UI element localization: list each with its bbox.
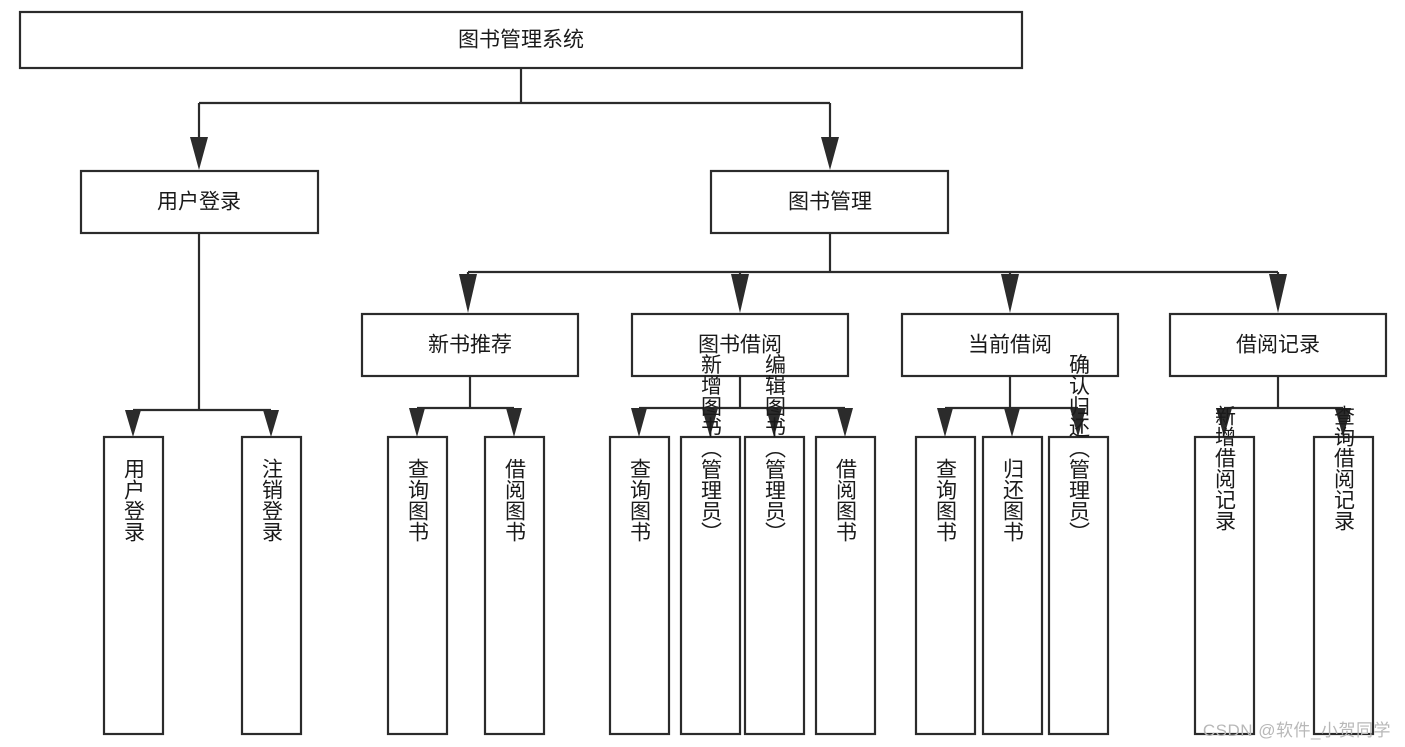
node-root-label: 图书管理系统 bbox=[458, 29, 584, 52]
node-leaf-confirm-return-box[interactable] bbox=[1047, 435, 1110, 736]
arrow-head-icon bbox=[1216, 408, 1232, 437]
node-leaf-user-login-label: 用户登录 bbox=[122, 458, 146, 542]
arrow-head-icon bbox=[1004, 408, 1020, 437]
node-book-borrow[interactable]: 图书借阅 bbox=[630, 312, 850, 378]
connector-group-book-borrow bbox=[631, 377, 853, 437]
arrow-head-icon bbox=[1001, 274, 1019, 313]
node-leaf-query-book-1-box[interactable] bbox=[386, 435, 449, 736]
node-borrow-record[interactable]: 借阅记录 bbox=[1168, 312, 1388, 378]
arrow-head-icon bbox=[937, 408, 953, 437]
node-leaf-user-logout-label: 注销登录 bbox=[260, 458, 284, 542]
arrow-head-icon bbox=[702, 408, 718, 437]
node-leaf-confirm-return-label: 确认归还（管理员） bbox=[1067, 354, 1091, 543]
node-leaf-return-book[interactable]: 归还图书 bbox=[981, 435, 1044, 736]
node-leaf-borrow-book-1-label: 借阅图书 bbox=[503, 458, 527, 542]
node-leaf-query-book-2[interactable]: 查询图书 bbox=[608, 435, 671, 736]
node-leaf-edit-book[interactable]: 编辑图书（管理员） bbox=[743, 354, 806, 736]
node-leaf-query-book-2-box[interactable] bbox=[608, 435, 671, 736]
node-leaf-add-record-box[interactable] bbox=[1193, 435, 1256, 736]
node-leaf-return-book-label: 归还图书 bbox=[1001, 458, 1025, 542]
watermark: CSDN @软件_小贺同学 bbox=[1202, 721, 1391, 740]
arrow-head-icon bbox=[766, 408, 782, 437]
node-leaf-add-book-label: 新增图书（管理员） bbox=[699, 354, 723, 543]
node-leaf-query-book-1-label: 查询图书 bbox=[406, 458, 430, 542]
node-leaf-query-book-3-label: 查询图书 bbox=[934, 458, 958, 542]
node-new-book-recommend[interactable]: 新书推荐 bbox=[360, 312, 580, 378]
node-book-manage-label: 图书管理 bbox=[788, 191, 872, 214]
node-leaf-query-record-label: 查询借阅记录 bbox=[1332, 405, 1356, 531]
node-leaf-query-book-3[interactable]: 查询图书 bbox=[914, 435, 977, 736]
node-leaf-add-record-label: 新增借阅记录 bbox=[1213, 405, 1237, 531]
node-leaf-query-book-3-box[interactable] bbox=[914, 435, 977, 736]
node-leaf-borrow-book-2[interactable]: 借阅图书 bbox=[814, 435, 877, 736]
node-current-borrow-label: 当前借阅 bbox=[968, 334, 1052, 357]
node-leaf-user-login[interactable]: 用户登录 bbox=[102, 435, 165, 736]
node-book-manage[interactable]: 图书管理 bbox=[709, 169, 950, 235]
connector-group-user-login bbox=[125, 234, 279, 437]
node-leaf-add-book-box[interactable] bbox=[679, 435, 742, 736]
connector-group-new-book-recommend bbox=[409, 377, 522, 437]
node-leaf-edit-book-label: 编辑图书（管理员） bbox=[763, 354, 787, 543]
arrow-head-icon bbox=[731, 274, 749, 313]
node-leaf-query-record-box[interactable] bbox=[1312, 435, 1375, 736]
arrow-head-icon bbox=[263, 410, 279, 437]
arrow-head-icon bbox=[1070, 408, 1086, 437]
node-borrow-record-box[interactable] bbox=[1168, 312, 1388, 378]
node-current-borrow[interactable]: 当前借阅 bbox=[900, 312, 1120, 378]
node-current-borrow-box[interactable] bbox=[900, 312, 1120, 378]
arrow-head-icon bbox=[821, 137, 839, 170]
arrow-head-icon bbox=[1269, 274, 1287, 313]
arrow-head-icon bbox=[837, 408, 853, 437]
node-leaf-borrow-book-1[interactable]: 借阅图书 bbox=[483, 435, 546, 736]
arrow-head-icon bbox=[190, 137, 208, 170]
node-leaf-add-record[interactable]: 新增借阅记录 bbox=[1193, 405, 1256, 736]
connector-group-root bbox=[190, 68, 839, 170]
connector-group-book-manage bbox=[459, 234, 1287, 313]
node-leaf-add-book[interactable]: 新增图书（管理员） bbox=[679, 354, 742, 736]
node-user-login-box[interactable] bbox=[79, 169, 320, 235]
node-leaf-borrow-book-2-label: 借阅图书 bbox=[834, 458, 858, 542]
node-new-book-recommend-label: 新书推荐 bbox=[428, 334, 512, 357]
node-user-login[interactable]: 用户登录 bbox=[79, 169, 320, 235]
node-leaf-query-book-2-label: 查询图书 bbox=[628, 458, 652, 542]
node-leaf-borrow-book-1-box[interactable] bbox=[483, 435, 546, 736]
node-leaf-confirm-return[interactable]: 确认归还（管理员） bbox=[1047, 354, 1110, 736]
arrow-head-icon bbox=[409, 408, 425, 437]
node-leaf-user-logout[interactable]: 注销登录 bbox=[240, 435, 303, 736]
node-leaf-query-book-1[interactable]: 查询图书 bbox=[386, 435, 449, 736]
connector-group-current-borrow bbox=[937, 377, 1086, 437]
node-borrow-record-label: 借阅记录 bbox=[1236, 334, 1320, 357]
arrow-head-icon bbox=[1335, 408, 1351, 437]
node-leaf-return-book-box[interactable] bbox=[981, 435, 1044, 736]
arrow-head-icon bbox=[506, 408, 522, 437]
node-leaf-borrow-book-2-box[interactable] bbox=[814, 435, 877, 736]
node-book-borrow-label: 图书借阅 bbox=[698, 334, 782, 357]
node-root[interactable]: 图书管理系统 bbox=[18, 10, 1024, 70]
node-leaf-query-record[interactable]: 查询借阅记录 bbox=[1312, 405, 1375, 736]
node-user-login-label: 用户登录 bbox=[157, 191, 241, 214]
connector-group-borrow-record bbox=[1216, 377, 1351, 437]
node-leaf-user-login-box[interactable] bbox=[102, 435, 165, 736]
node-book-manage-box[interactable] bbox=[709, 169, 950, 235]
node-leaf-user-logout-box[interactable] bbox=[240, 435, 303, 736]
node-new-book-recommend-box[interactable] bbox=[360, 312, 580, 378]
node-leaf-edit-book-box[interactable] bbox=[743, 435, 806, 736]
node-root-box[interactable] bbox=[18, 10, 1024, 70]
node-book-borrow-box[interactable] bbox=[630, 312, 850, 378]
arrow-head-icon bbox=[631, 408, 647, 437]
arrow-head-icon bbox=[125, 410, 141, 437]
arrow-head-icon bbox=[459, 274, 477, 313]
